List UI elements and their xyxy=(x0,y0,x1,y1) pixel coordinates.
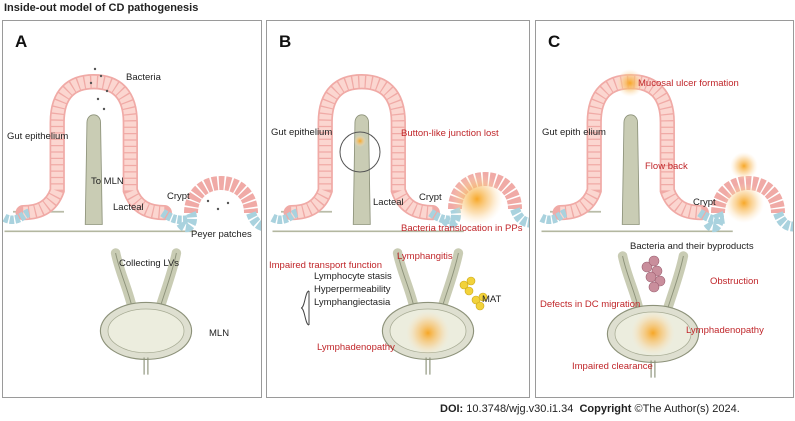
mln-label: MLN xyxy=(209,328,230,339)
button-like-junction-label: Button-like junction lost xyxy=(401,128,499,139)
gut-epithelium-label: Gut epithelium xyxy=(7,131,69,142)
mat-label: MAT xyxy=(482,294,502,305)
bacteria-byproducts-label: Bacteria and their byproducts xyxy=(630,241,754,252)
panel-b-illustration xyxy=(267,21,529,397)
panel-b: B Gut epithelium Button-like junction lo… xyxy=(266,20,530,398)
to-mln-label: To MLN xyxy=(91,176,124,187)
crypt-label: Crypt xyxy=(167,191,190,202)
panel-c-illustration xyxy=(536,69,793,397)
lymphocyte-stasis-label: Lymphocyte stasis xyxy=(314,271,392,282)
doi-label: DOI: xyxy=(440,403,464,415)
crypt-label: Crypt xyxy=(419,192,442,203)
gut-epithelium-label: Gut epithelium xyxy=(271,127,333,138)
gut-epithelium-label: Gut epith elium xyxy=(542,127,606,138)
footer: DOI: 10.3748/wjg.v30.i1.34 Copyright ©Th… xyxy=(440,403,740,415)
crypt-label: Crypt xyxy=(693,197,716,208)
lymphadenopathy-label: Lymphadenopathy xyxy=(317,342,395,353)
impaired-transport-label: Impaired transport function xyxy=(269,260,383,271)
mucosal-ulcer-label: Mucosal ulcer formation xyxy=(638,78,739,89)
lymphangitis-label: Lymphangitis xyxy=(397,251,453,262)
flow-back-label: Flow back xyxy=(645,161,688,172)
lymphangiectasia-label: Lymphangiectasia xyxy=(314,297,391,308)
doi-value: 10.3748/wjg.v30.i1.34 xyxy=(466,403,574,415)
defects-dc-migration-label: Defects in DC migration xyxy=(540,299,641,310)
obstruction-label: Obstruction xyxy=(710,276,759,287)
panel-a-illustration xyxy=(3,67,261,397)
lacteal-label: Lacteal xyxy=(373,197,404,208)
lacteal-label: Lacteal xyxy=(113,202,144,213)
panel-c: C Mucosal ulcer formation Gut epith eliu… xyxy=(535,20,794,398)
copyright-label: Copyright xyxy=(579,403,632,415)
panel-c-letter: C xyxy=(548,32,561,51)
bacteria-label: Bacteria xyxy=(126,72,161,83)
copyright-text: ©The Author(s) 2024. xyxy=(634,403,740,415)
panel-a-letter: A xyxy=(15,32,28,51)
bacteria-translocation-label: Bacteria translocation in PPs xyxy=(401,223,523,234)
lymphadenopathy-label: Lymphadenopathy xyxy=(686,325,764,336)
panel-b-letter: B xyxy=(279,32,292,51)
peyer-patches-label: Peyer patches xyxy=(191,229,252,240)
hyperpermeability-label: Hyperpermeability xyxy=(314,284,391,295)
panel-a: A Bacteria Gut epithelium To MLN Crypt L… xyxy=(2,20,262,398)
impaired-clearance-label: Impaired clearance xyxy=(572,361,653,372)
collecting-lvs-label: Collecting LVs xyxy=(119,258,180,269)
figure-title: Inside-out model of CD pathogenesis xyxy=(4,2,199,14)
